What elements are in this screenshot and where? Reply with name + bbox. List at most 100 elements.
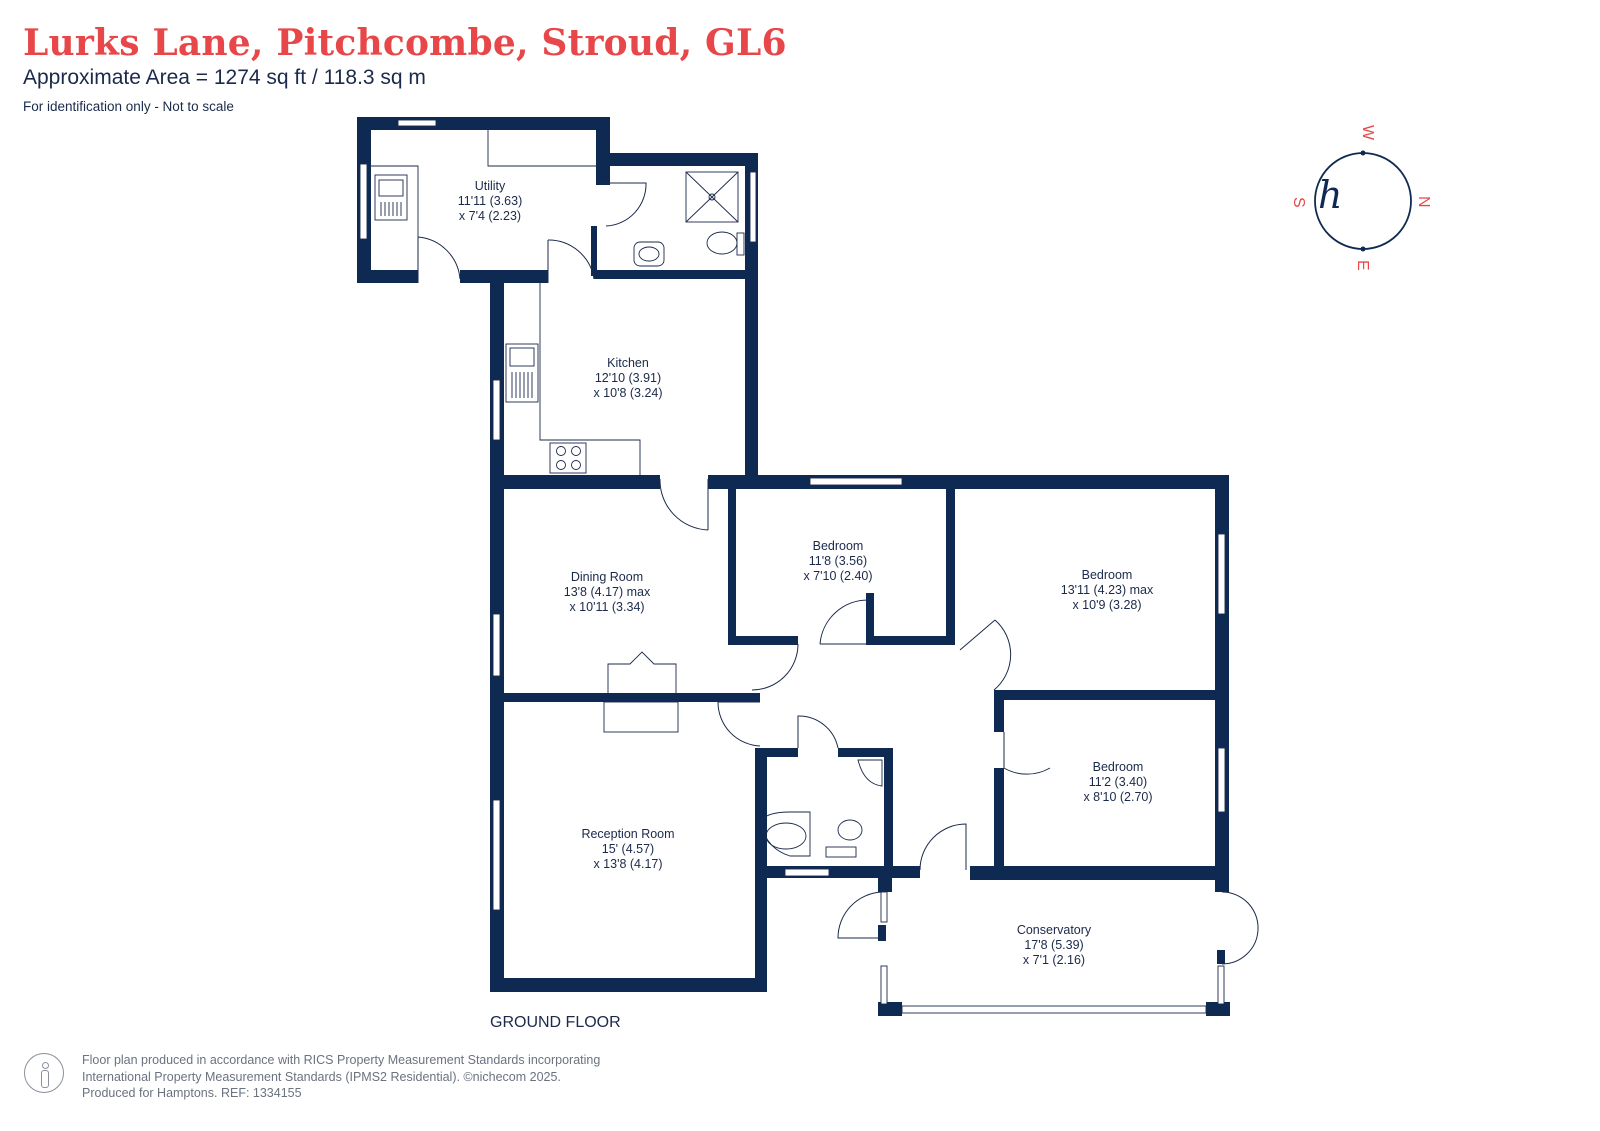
compass-letter-e: E [1354, 260, 1371, 271]
door-swing [603, 182, 647, 227]
wall [755, 748, 798, 757]
wall [970, 866, 1229, 880]
window [492, 379, 501, 441]
hob-icon [549, 442, 587, 474]
toilet-icon [837, 819, 863, 841]
room-dim: x 7'4 (2.23) [459, 209, 521, 223]
wall [868, 636, 954, 645]
wall [994, 690, 1004, 732]
room-name: Dining Room [571, 570, 643, 584]
wall [994, 690, 1229, 700]
wall [357, 270, 418, 283]
area-summary: Approximate Area = 1274 sq ft / 118.3 sq… [23, 66, 426, 89]
compass-dot [1360, 246, 1366, 252]
toilet-icon [706, 231, 738, 255]
worktop [371, 130, 596, 270]
hob-icon [556, 446, 566, 456]
window [901, 1005, 1207, 1014]
window [784, 868, 830, 877]
wall [1215, 870, 1229, 892]
room-dim: 13'8 (4.17) max [564, 585, 651, 599]
drainer-icon [511, 372, 533, 398]
wall [1217, 950, 1225, 964]
door-swing [1221, 891, 1259, 965]
info-person-body [41, 1070, 49, 1088]
room-name: Reception Room [581, 827, 674, 841]
hob-icon [571, 460, 581, 470]
info-person-icon [24, 1053, 64, 1093]
footer-line: Produced for Hamptons. REF: 1334155 [82, 1086, 302, 1100]
window [1217, 747, 1226, 813]
basin-icon [638, 246, 660, 262]
sink-icon [378, 179, 404, 197]
door-swing [547, 239, 595, 283]
wall [591, 226, 597, 276]
room-dim: x 7'1 (2.16) [1023, 953, 1085, 967]
room-dim: 12'10 (3.91) [595, 371, 661, 385]
hob-icon [556, 460, 566, 470]
sink-icon [509, 347, 535, 367]
basin-icon [857, 759, 883, 787]
wall [728, 479, 736, 645]
footer-line: International Property Measurement Stand… [82, 1069, 561, 1084]
worktop [539, 283, 641, 475]
door-swing [717, 701, 761, 747]
bath-icon [765, 822, 807, 850]
page-title: Lurks Lane, Pitchcombe, Stroud, GL6 [23, 22, 787, 64]
fixtures [371, 130, 883, 858]
door-swing [819, 599, 869, 645]
window [880, 891, 888, 923]
room-name: Bedroom [1093, 760, 1144, 774]
hearth-icon [603, 701, 679, 733]
wall [490, 475, 660, 489]
info-person-head [42, 1062, 49, 1069]
compass-letter-s: S [1290, 197, 1307, 208]
door-swing [837, 891, 883, 939]
room-name: Conservatory [1017, 923, 1092, 937]
door-swings [417, 182, 1259, 965]
room-dim: 17'8 (5.39) [1024, 938, 1083, 952]
room-name: Utility [475, 179, 506, 193]
wall [884, 748, 893, 876]
walls [357, 117, 1230, 1016]
door-swing [417, 236, 461, 283]
floor-label: GROUND FLOOR [490, 1014, 621, 1031]
toilet-icon [736, 232, 745, 256]
scale-note: For identification only - Not to scale [23, 99, 234, 114]
wall [755, 866, 920, 878]
room-name: Kitchen [607, 356, 649, 370]
wall [866, 593, 874, 645]
drainer-icon [380, 202, 402, 216]
logo-icon: h [1318, 173, 1342, 217]
room-dim: x 10'9 (3.28) [1072, 598, 1141, 612]
wall [838, 748, 893, 757]
footer-credits: Floor plan produced in accordance with R… [82, 1052, 600, 1102]
shower-tray-icon [685, 171, 739, 223]
shower-drain-icon [708, 193, 716, 201]
fireplace-icon [607, 651, 677, 693]
window [809, 477, 903, 486]
window [397, 119, 437, 127]
wall [946, 479, 955, 645]
toilet-icon [825, 846, 857, 858]
windows [359, 119, 1226, 1014]
wall [490, 693, 760, 702]
door-swing [751, 643, 799, 691]
wall [878, 870, 892, 892]
room-dim: x 13'8 (4.17) [593, 857, 662, 871]
compass-letter-n: N [1415, 196, 1432, 208]
compass: h W N E S [1290, 125, 1432, 271]
room-dim: 13'11 (4.23) max [1061, 583, 1154, 597]
shower-tray-icon [685, 171, 739, 223]
room-labels: Utility 11'11 (3.63) x 7'4 (2.23) Kitche… [458, 179, 1154, 967]
wall [357, 117, 609, 130]
wall [994, 768, 1004, 876]
wall [878, 925, 886, 941]
door-swing [659, 478, 709, 531]
window [1217, 965, 1225, 1005]
window [492, 613, 501, 677]
room-dim: 15' (4.57) [602, 842, 654, 856]
wall [708, 475, 1228, 489]
window [1217, 533, 1226, 615]
